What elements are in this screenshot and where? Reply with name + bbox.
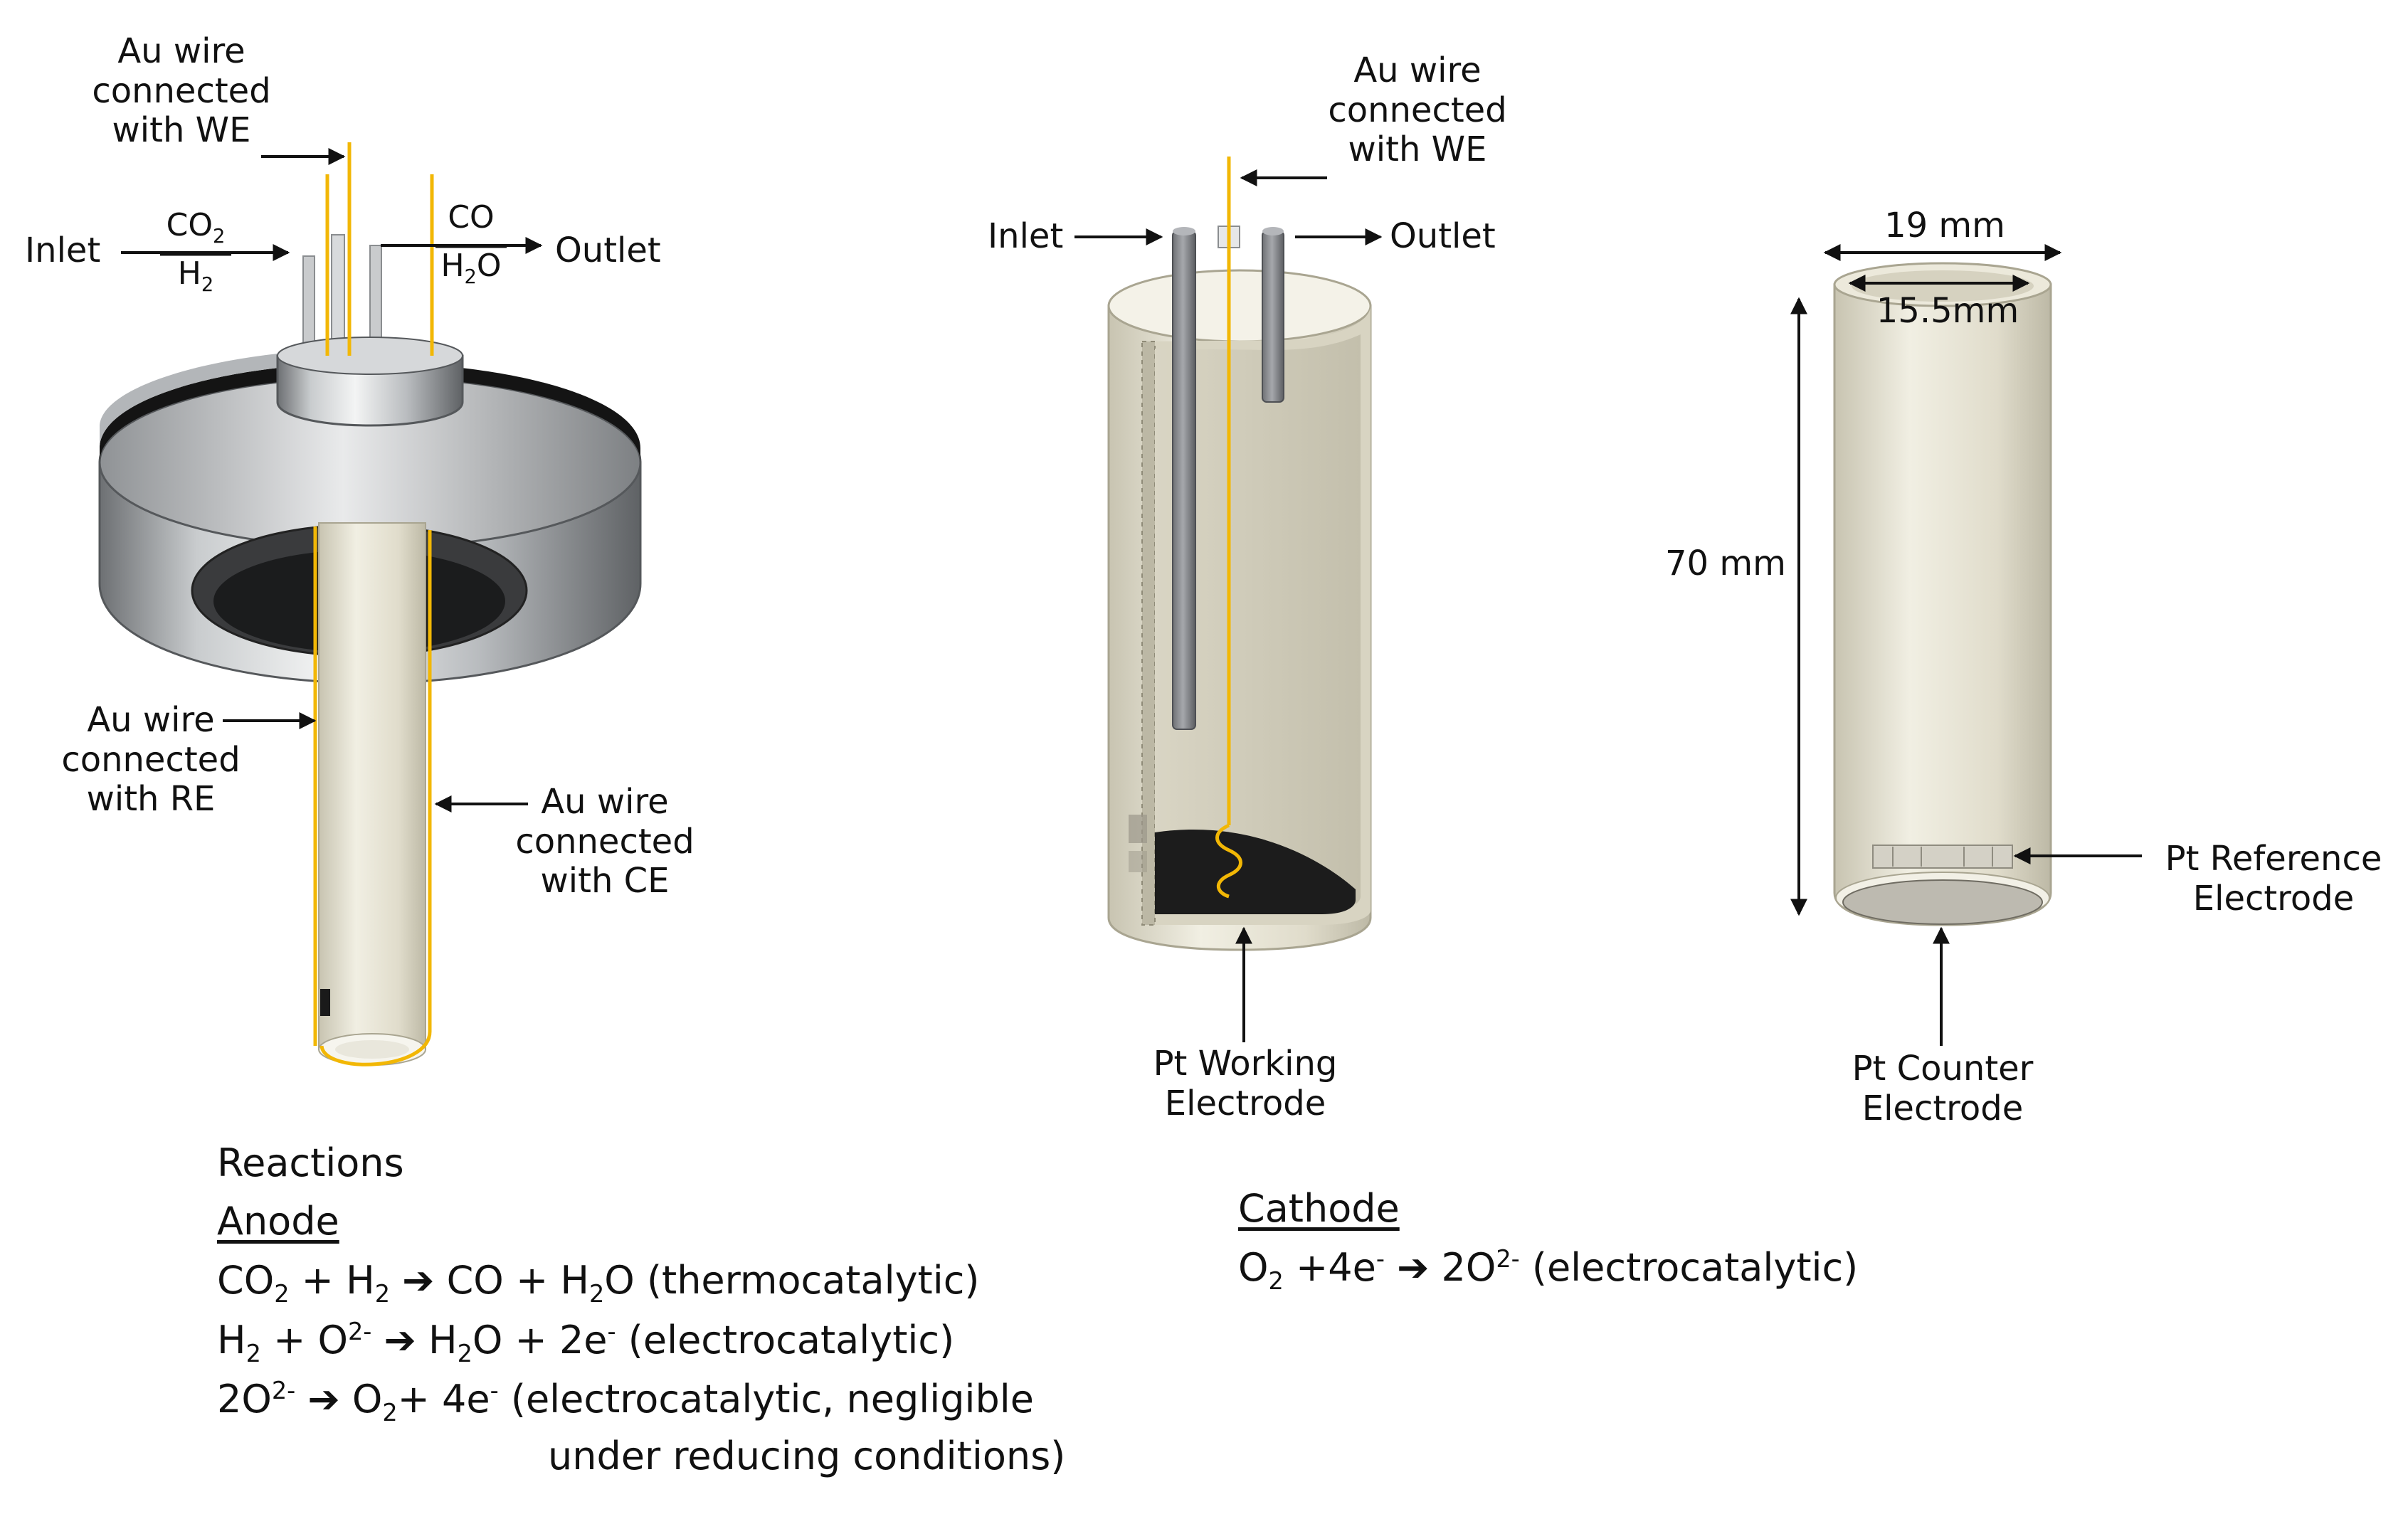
working-electrode-pad [1155, 830, 1356, 914]
reactions-title: Reactions [217, 1140, 404, 1185]
label-outer-diameter: 19 mm [1884, 206, 2005, 245]
label-inlet-left: Inlet [25, 231, 101, 270]
anode-reaction-3: 2O2- ➔ O2+ 4e- (electrocatalytic, neglig… [217, 1377, 1035, 1426]
label-line: connected [1328, 90, 1507, 130]
gasket [100, 363, 640, 462]
label-line: Au wire [541, 782, 669, 822]
yield-arrow-icon: ➔ [384, 1318, 416, 1362]
label-line: Pt Reference [2165, 839, 2382, 879]
working-electrode-coil [1215, 823, 1242, 899]
label-line: connected [61, 739, 241, 780]
label-line: Electrode [1862, 1088, 2024, 1128]
label-line: Pt Counter [1852, 1049, 2034, 1089]
label-line: with RE [86, 779, 216, 820]
reference-electrode-strip [320, 989, 330, 1016]
cutaway-cell [1107, 157, 1372, 951]
label-line: Electrode [2192, 878, 2355, 919]
label-line: with WE [112, 110, 251, 151]
flange-collar [276, 354, 464, 427]
cutaway-wall-section [1141, 341, 1156, 926]
anode-reaction-1: CO2 + H2 ➔ CO + H2O (thermocatalytic) [217, 1258, 980, 1308]
label-line: with WE [1348, 129, 1487, 170]
label-au-wire-re: Au wire connected with RE [61, 700, 241, 820]
label-line: with CE [540, 861, 670, 901]
yield-arrow-icon: ➔ [307, 1377, 340, 1422]
anode-reaction-3-continued: under reducing conditions) [548, 1434, 1066, 1478]
label-reference-electrode: Pt Reference Electrode [2165, 839, 2382, 919]
label-line: Au wire [117, 31, 245, 71]
label-line: Au wire [1353, 51, 1482, 90]
label-outlet-middle: Outlet [1390, 216, 1496, 256]
cutaway-outlet-rod [1262, 231, 1284, 403]
reference-electrode-band [1872, 845, 2013, 869]
label-line: connected [92, 70, 271, 111]
cathode-reaction-1: O2 +4e- ➔ 2O2- (electrocatalytic) [1238, 1245, 1859, 1295]
label-inlet-middle: Inlet [988, 216, 1064, 256]
label-outlet-gases: CO H2O [440, 194, 501, 290]
label-line: Au wire [87, 700, 215, 740]
label-au-wire-we-left: Au wire connected with WE [92, 31, 271, 151]
counter-electrode-disc [1842, 879, 2043, 925]
label-line: connected [515, 821, 695, 862]
ceramic-tube-left [318, 522, 426, 1050]
label-line: Pt Working [1153, 1044, 1338, 1084]
label-length: 70 mm [1665, 544, 1786, 583]
label-inner-diameter: 15.5mm [1876, 291, 2019, 331]
label-au-wire-ce: Au wire connected with CE [515, 782, 695, 901]
tube-with-dimensions [1833, 262, 2052, 926]
label-inlet-gases: CO2 H2 [167, 201, 226, 298]
flange-assembly [98, 142, 642, 1066]
label-line: Electrode [1164, 1083, 1326, 1123]
au-wire-ce [320, 530, 432, 1066]
gas-co: CO [448, 199, 495, 235]
label-working-electrode: Pt Working Electrode [1153, 1044, 1338, 1123]
label-counter-electrode: Pt Counter Electrode [1852, 1049, 2034, 1128]
label-outlet-left: Outlet [555, 231, 661, 270]
gas-h2: H2 [177, 255, 214, 296]
gas-h2o: H2O [440, 248, 502, 288]
label-au-wire-we-middle: Au wire connected with WE [1328, 51, 1506, 170]
cutaway-inlet-rod [1172, 231, 1196, 730]
tube-outer [1833, 283, 2052, 926]
cathode-heading: Cathode [1238, 1186, 1400, 1231]
yield-arrow-icon: ➔ [1397, 1245, 1430, 1290]
anode-reaction-2: H2 + O2- ➔ H2O + 2e- (electrocatalytic) [217, 1318, 955, 1367]
anode-heading: Anode [217, 1199, 339, 1244]
yield-arrow-icon: ➔ [402, 1258, 435, 1303]
gas-co2: CO2 [166, 207, 226, 248]
